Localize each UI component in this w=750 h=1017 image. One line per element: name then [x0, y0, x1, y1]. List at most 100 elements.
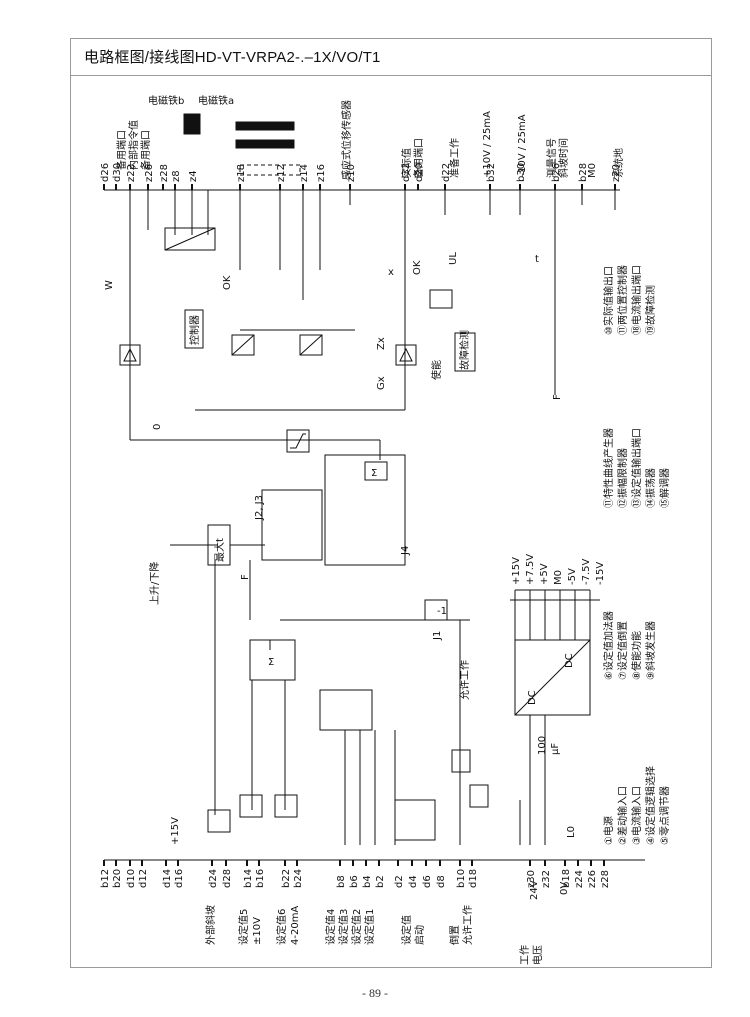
label-t: t [535, 254, 539, 265]
block-current-input-3 [274, 794, 298, 818]
block-diff-input-2 [239, 794, 263, 818]
pin-label: d8 [436, 875, 447, 888]
label-setpoint2: 设定值2 [350, 909, 363, 945]
pin-label: b30 [516, 163, 527, 182]
label-ramp-time: 斜坡时间 [557, 138, 570, 178]
pin-label: d26 [100, 163, 111, 182]
label-gx: Gx [376, 376, 387, 390]
label-minus75: -7.5V [581, 558, 592, 585]
pin-label: z24 [574, 870, 585, 888]
label-j1: J1 [432, 631, 443, 641]
label-measure-signal: 测量信号 [545, 138, 558, 178]
pin-label: d30 [112, 163, 123, 182]
pin-label: b12 [100, 869, 111, 888]
legend-item: ⑨斜坡发生器 [644, 621, 657, 680]
label-external-ramp: 外部斜坡 [204, 905, 217, 945]
label-magnet-a: 电磁铁a [198, 94, 234, 107]
pin-label: z18 [236, 164, 247, 182]
label-f-1: F [240, 574, 251, 580]
label-minus1: -1 [437, 606, 447, 617]
label-plus15in: +15V [170, 817, 181, 845]
label-sigma-1: Σ [268, 657, 274, 668]
pin-label: d4 [408, 875, 419, 888]
label-setpoint5: 设定值5 [237, 909, 250, 945]
label-v24: 24V [529, 880, 540, 900]
label-j2j3: J2, J3 [254, 495, 265, 521]
pin-label: z22 [126, 164, 137, 182]
label-dc-1: DC [527, 690, 538, 705]
label-ul: UL [448, 252, 459, 265]
pin-label: z20 [611, 164, 622, 182]
pin-label: d12 [138, 869, 149, 888]
label-f-2: F [552, 394, 563, 400]
block-curve-gen-11 [324, 454, 406, 566]
page-frame [70, 38, 712, 968]
block-summer-6 [249, 639, 296, 681]
page-number: - 89 - [362, 986, 388, 1000]
pin-label: b18 [561, 869, 572, 888]
legend-item: ⑪特性曲线产生器 [602, 428, 615, 508]
pin-label: b10 [456, 869, 467, 888]
label-supply-work: 工作 [519, 945, 531, 965]
signal-wires [104, 189, 645, 861]
legend-item: ②差动输入口 [616, 786, 629, 845]
label-allow: 允许工作 [458, 660, 471, 700]
label-allow-work: 允许工作 [461, 905, 474, 945]
legend-item: ⑦设定值倒置 [616, 621, 629, 680]
legend-item: ⑬设定值输出端口 [630, 428, 643, 508]
label-plus10v: +10V / 25mA [482, 111, 493, 178]
pin-label: b2 [375, 875, 386, 888]
label-x: x [388, 267, 394, 278]
legend-item: ⑥设定值加法器 [602, 611, 615, 680]
legend-item: ⑭振荡器 [644, 468, 657, 508]
label-fault-detect: 故障检测 [458, 330, 471, 370]
label-actual-value: 实际值 [400, 148, 413, 178]
legend-setpoint-block: ⑥设定值加法器 ⑦设定值倒置 ⑧使能功能 ⑨斜坡发生器 [602, 611, 657, 680]
pin-label: z14 [299, 164, 310, 182]
legend-item: ⑮解调器 [658, 468, 671, 508]
pin-label: b24 [293, 869, 304, 888]
label-ok-2: OK [412, 260, 423, 275]
label-invert: 倒置 [449, 925, 461, 945]
label-plus15: +15V [511, 557, 522, 585]
pin-label: b26 [551, 163, 562, 182]
label-ready: 准备工作 [448, 138, 461, 178]
label-setpoint3: 设定值3 [337, 909, 350, 945]
pin-label: d18 [468, 869, 479, 888]
label-setpoint4: 设定值4 [324, 909, 337, 945]
label-minus10v: –10V / 25mA [517, 114, 528, 178]
pin-label: z8 [171, 170, 182, 182]
label-supply-voltage: 电压 [531, 945, 544, 965]
pin-label: z12 [276, 164, 287, 182]
legend-item: ⑧使能功能 [630, 631, 643, 680]
block-enable-8 [451, 749, 489, 808]
label-j4: J4 [400, 546, 411, 556]
pin-label: d10 [126, 869, 137, 888]
legend-item: ⑱电流输出端口 [630, 265, 643, 335]
pin-label: d2 [394, 875, 405, 888]
legend-item: ④设定值逻辑选择 [644, 766, 657, 845]
pin-label: b4 [362, 875, 373, 888]
pin-label: b6 [349, 875, 360, 888]
pin-label: z10 [346, 164, 357, 182]
block-actual-value-16 [395, 344, 417, 366]
label-w: W [104, 280, 115, 290]
label-c100: 100 [537, 736, 548, 755]
pin-label: b28 [578, 163, 589, 182]
label-m0v: M0 [553, 570, 564, 585]
label-start: 启动 [413, 925, 426, 945]
legend-item: ⑤零点调节器 [659, 786, 671, 845]
pin-label: b8 [336, 875, 347, 888]
pin-label: z4 [188, 170, 199, 182]
label-m0: M0 [587, 163, 598, 178]
legend-actual-value-block: ⑩实际值输出口 ⑪两位置控制器 ⑱电流输出端口 ⑲故障检测 [602, 265, 657, 335]
label-setpoint1: 设定值1 [363, 909, 376, 945]
pin-label: b16 [255, 869, 266, 888]
label-internal-setpoint: 内部指令值 [127, 120, 140, 170]
pin-label: d16 [174, 869, 185, 888]
block-setpoint-output-13 [119, 344, 141, 366]
title-bar [70, 38, 712, 76]
pin-label: z30 [526, 870, 537, 888]
